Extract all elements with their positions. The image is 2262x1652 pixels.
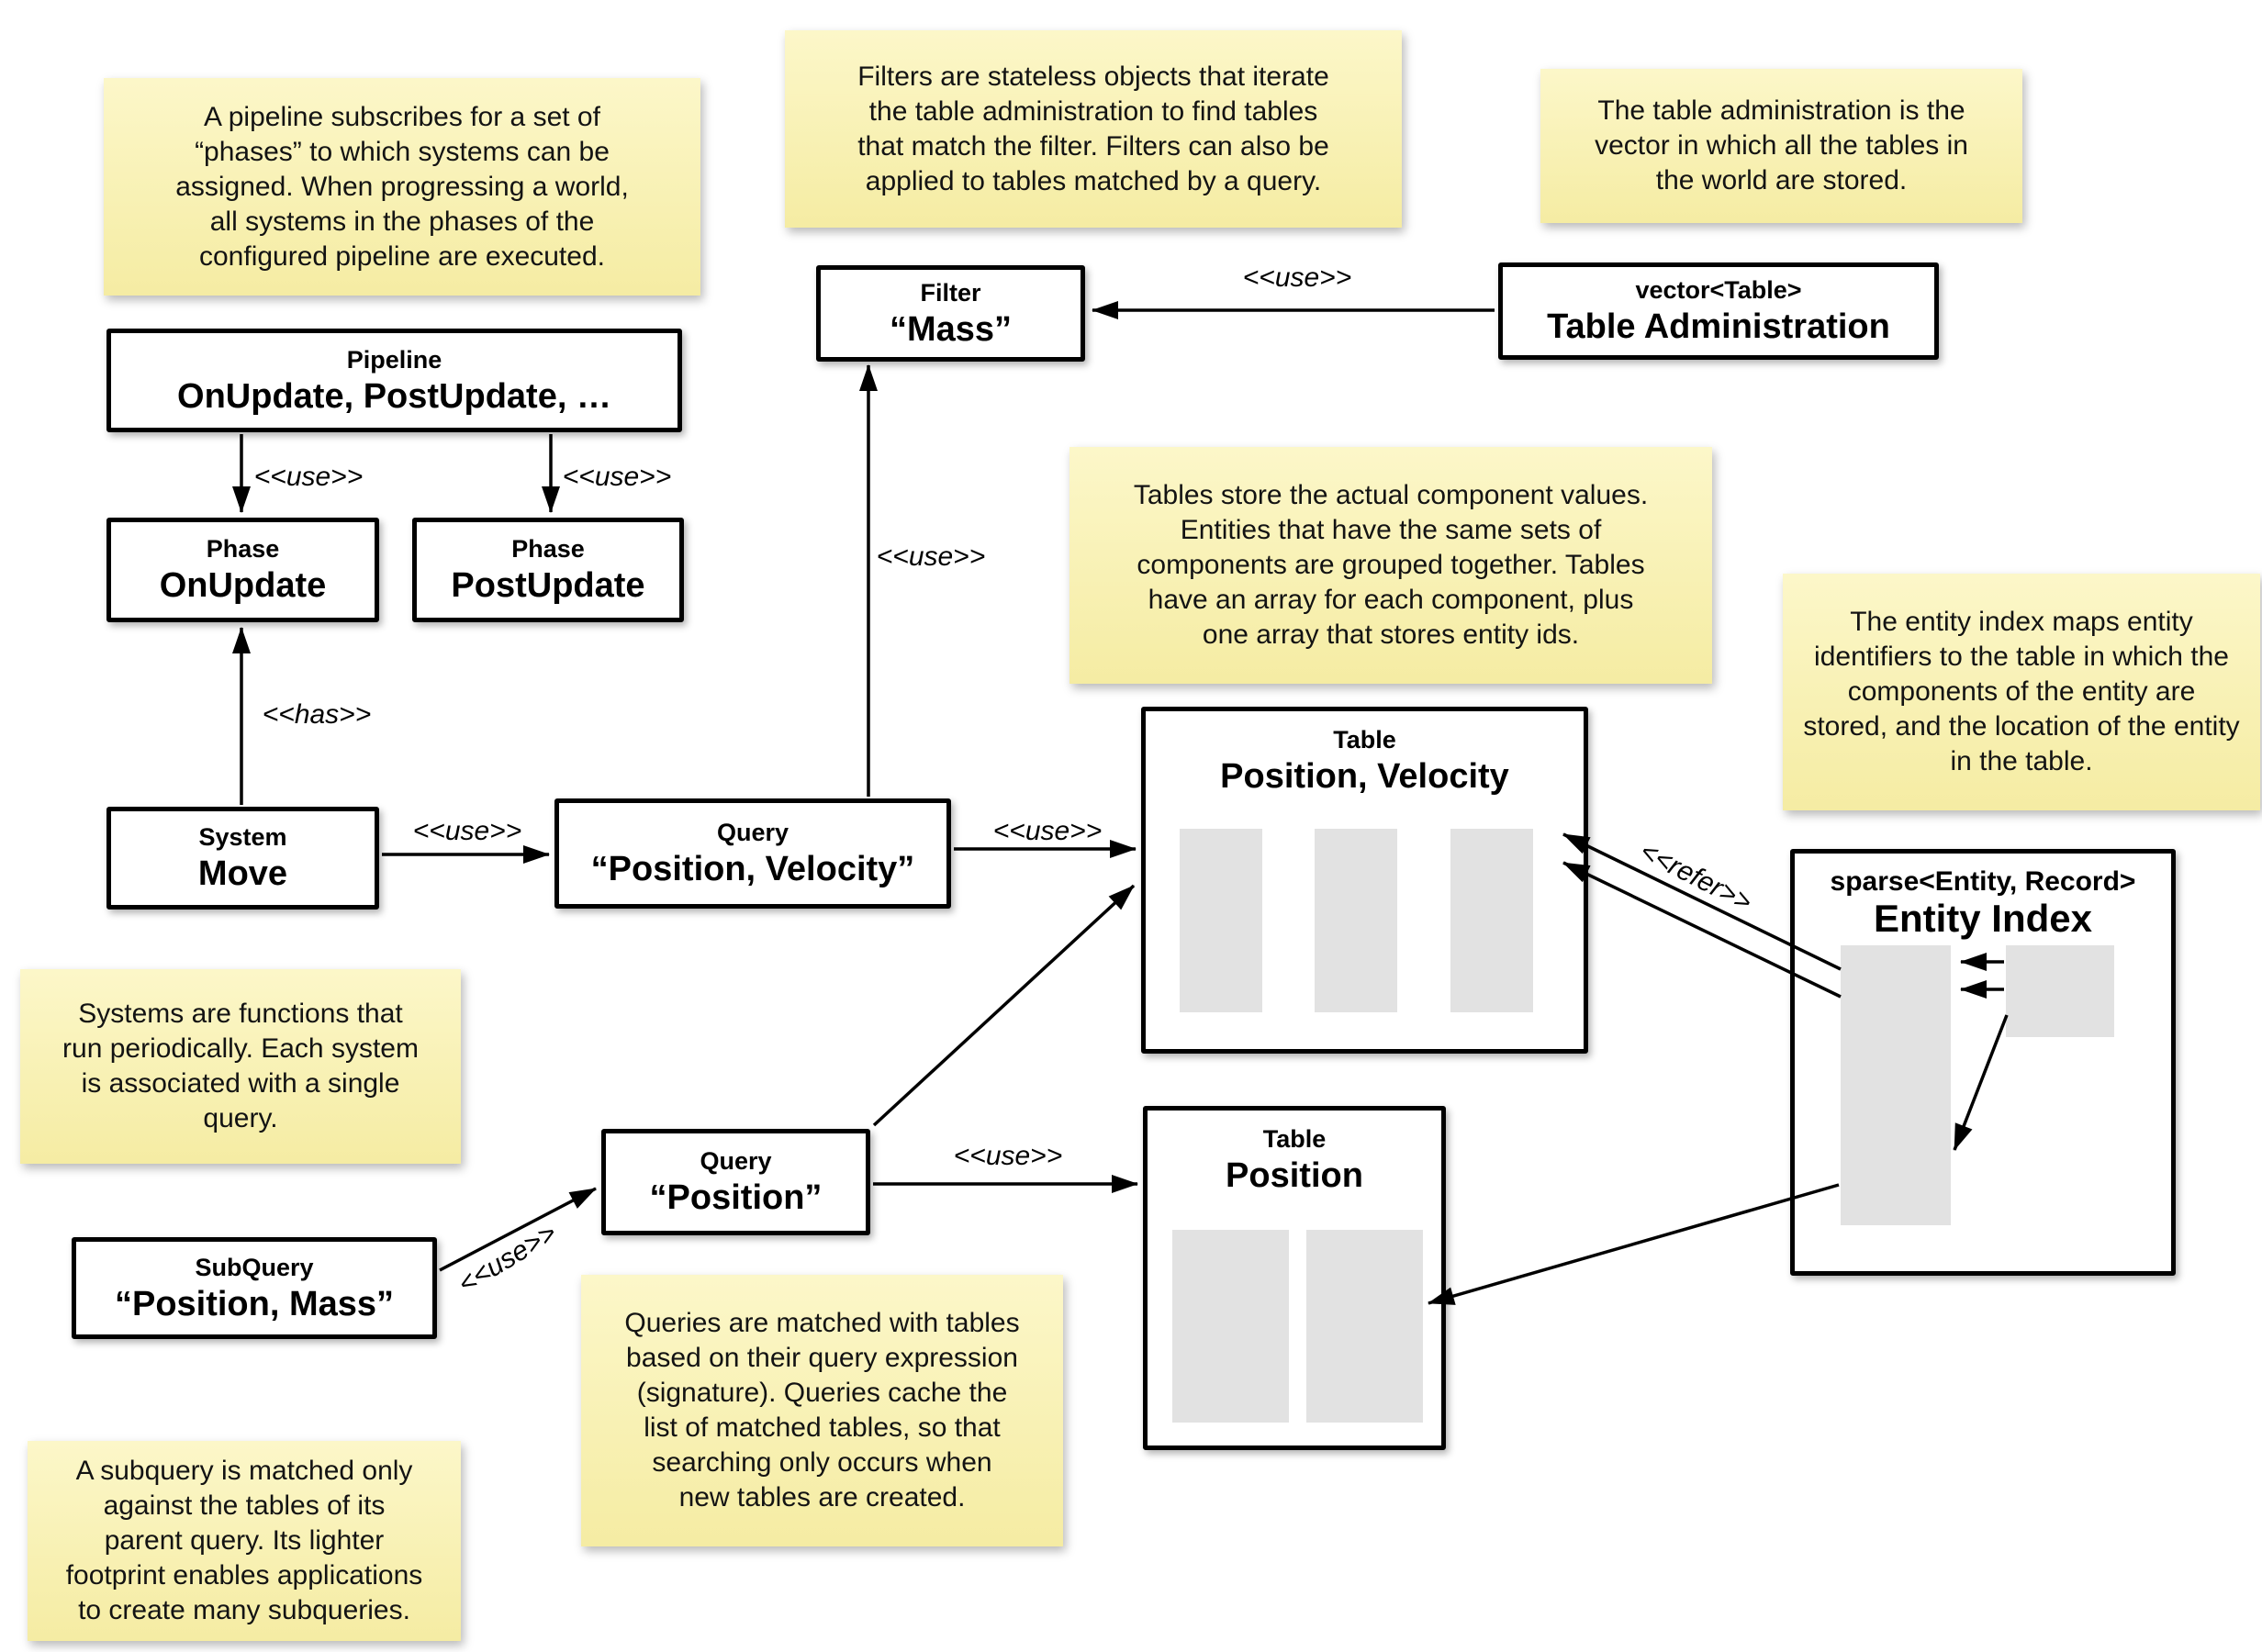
uml-label-use: <<use>> (992, 816, 1103, 846)
box-stereotype: Query (700, 1147, 772, 1175)
note-text: A subquery is matched only against the t… (65, 1456, 423, 1625)
class-box-table-position-velocity: Table Position, Velocity (1141, 707, 1588, 1054)
uml-label-use: <<use>> (253, 462, 364, 492)
note-text: Queries are matched with tables based on… (624, 1308, 1020, 1512)
box-name: “Position, Velocity” (590, 850, 915, 888)
box-stereotype: Phase (511, 535, 585, 563)
class-box-system-move: System Move (106, 807, 379, 910)
note-subquery: A subquery is matched only against the t… (28, 1441, 461, 1641)
box-name: Position, Velocity (1220, 757, 1509, 796)
box-stereotype: Phase (206, 535, 280, 563)
class-box-subquery: SubQuery “Position, Mass” (72, 1237, 437, 1339)
note-text: The entity index maps entity identifiers… (1803, 607, 2240, 776)
box-stereotype: System (198, 823, 287, 851)
class-box-entity-index: sparse<Entity, Record> Entity Index (1790, 849, 2176, 1276)
box-stereotype: Query (716, 819, 789, 846)
box-name: Entity Index (1873, 897, 2093, 940)
uml-label-refer: <<refer>> (1635, 835, 1757, 919)
component-array-column (1450, 829, 1533, 1012)
box-name: Move (197, 854, 288, 893)
box-name: OnUpdate (159, 566, 327, 605)
sparse-array-column (1841, 945, 1951, 1225)
box-stereotype: Filter (920, 278, 981, 307)
note-systems: Systems are functions that run periodica… (20, 969, 461, 1164)
box-stereotype: Table (1333, 726, 1396, 753)
arrow-entityindex-to-table-position (1428, 1183, 1840, 1305)
box-stereotype: Pipeline (346, 345, 442, 374)
uml-label-use: <<use>> (953, 1141, 1063, 1171)
class-box-query-position: Query “Position” (601, 1129, 870, 1235)
note-text: Tables store the actual component values… (1133, 480, 1649, 650)
class-box-table-administration: vector<Table> Table Administration (1498, 262, 1939, 360)
note-table-administration: The table administration is the vector i… (1540, 69, 2022, 223)
box-name: “Position” (649, 1178, 823, 1217)
note-text: The table administration is the vector i… (1595, 95, 1968, 195)
box-stereotype: sparse<Entity, Record> (1830, 866, 2136, 897)
arrow-query-position-to-table-pv (872, 884, 1136, 1127)
note-tables: Tables store the actual component values… (1069, 447, 1712, 684)
note-text: A pipeline subscribes for a set of “phas… (175, 101, 629, 272)
uml-label-use: <<use>> (562, 462, 672, 492)
note-pipeline: A pipeline subscribes for a set of “phas… (104, 78, 700, 296)
class-box-pipeline: Pipeline OnUpdate, PostUpdate, … (106, 329, 682, 432)
box-name: OnUpdate, PostUpdate, … (177, 376, 611, 416)
note-text: Systems are functions that run periodica… (62, 999, 419, 1133)
note-queries: Queries are matched with tables based on… (581, 1275, 1063, 1546)
box-name: “Mass” (889, 309, 1013, 349)
box-name: “Position, Mass” (114, 1284, 395, 1323)
component-array-column (1172, 1230, 1289, 1423)
component-array-column (1306, 1230, 1423, 1423)
box-stereotype: SubQuery (195, 1253, 314, 1281)
class-box-phase-postupdate: Phase PostUpdate (412, 518, 684, 622)
box-stereotype: Table (1262, 1125, 1327, 1153)
uml-label-has: <<has>> (262, 699, 372, 730)
note-entity-index: The entity index maps entity identifiers… (1783, 574, 2260, 810)
class-box-table-position: Table Position (1143, 1106, 1446, 1450)
box-stereotype: vector<Table> (1635, 276, 1802, 304)
class-box-phase-onupdate: Phase OnUpdate (106, 518, 379, 622)
uml-label-use: <<use>> (1242, 262, 1352, 293)
class-box-query-position-velocity: Query “Position, Velocity” (554, 798, 951, 909)
component-array-column (1180, 829, 1262, 1012)
box-name: Table Administration (1547, 307, 1890, 346)
uml-label-use: <<use>> (876, 541, 986, 572)
note-filters: Filters are stateless objects that itera… (785, 30, 1402, 228)
uml-label-use: <<use>> (453, 1217, 563, 1300)
box-name: Position (1226, 1156, 1363, 1195)
note-text: Filters are stateless objects that itera… (857, 61, 1329, 196)
uml-label-use: <<use>> (412, 816, 522, 846)
class-box-filter-mass: Filter “Mass” (816, 265, 1085, 362)
component-array-column (1315, 829, 1397, 1012)
box-name: PostUpdate (451, 566, 645, 605)
dense-array-block (2006, 945, 2114, 1037)
